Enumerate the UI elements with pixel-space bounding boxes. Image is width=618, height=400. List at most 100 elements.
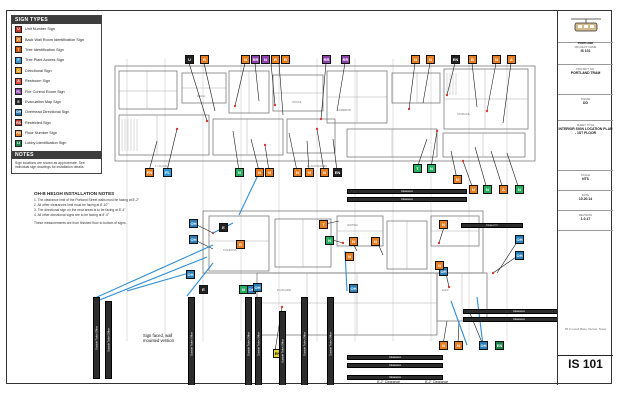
horizontal-sign-elevation: Clearance <box>461 223 523 228</box>
sign-tag[interactable]: N <box>320 168 329 177</box>
sign-tag[interactable]: N <box>371 237 380 246</box>
title-field-phase: PHASE DD <box>558 95 613 121</box>
sign-tag[interactable]: EN <box>333 168 342 177</box>
legend-label: Lobby Identification Sign <box>25 141 67 146</box>
sign-tag[interactable]: OH <box>189 235 198 244</box>
sign-tag[interactable]: R <box>271 55 280 64</box>
legend-heading: SIGN TYPES <box>12 16 101 24</box>
sign-tag[interactable]: OH <box>515 251 524 260</box>
title-block: PORTLAND PROJECT NAME IS 101 PROJECT NO.… <box>557 11 613 385</box>
svg-text:TICKETING: TICKETING <box>223 248 237 252</box>
wall-mount-note-line-1: Sign faced, wall <box>143 333 173 338</box>
sign-tag[interactable]: B <box>468 55 477 64</box>
sign-tag[interactable]: A <box>499 185 508 194</box>
vertical-sign-elevation: Outside Ticket Office <box>105 301 112 379</box>
sign-tag[interactable]: OH <box>253 283 262 292</box>
title-field-date: DATE 10.20.14 <box>558 191 613 211</box>
sign-tag[interactable]: R <box>281 55 290 64</box>
sign-tag[interactable]: RR <box>322 55 331 64</box>
installation-note-2: 2. All other clearances limit must be fa… <box>34 202 109 207</box>
wall-mount-note-line-2: mounted version <box>143 338 174 344</box>
sign-tag[interactable]: N <box>293 168 302 177</box>
sign-tag[interactable]: N <box>427 164 436 173</box>
legend-swatch: FL <box>15 88 22 96</box>
vertical-sign-text: Outside Ticket Office <box>257 332 260 356</box>
sign-tag[interactable]: T <box>413 164 422 173</box>
sign-tag[interactable]: N <box>454 341 463 350</box>
sign-tag[interactable]: FL <box>163 168 172 177</box>
sign-tag[interactable]: EN <box>495 341 504 350</box>
title-field-scale: SCALE NTS <box>558 171 613 191</box>
sign-tag[interactable]: N <box>235 168 244 177</box>
sign-tag[interactable]: E <box>219 223 228 232</box>
sign-tag[interactable]: U <box>185 55 194 64</box>
vertical-sign-elevation: Outside Ticket Office <box>93 297 100 379</box>
sign-tag[interactable]: R <box>236 240 245 249</box>
sign-tag[interactable]: OH <box>515 235 524 244</box>
building-walls-upper <box>114 65 536 162</box>
sign-tag[interactable]: RR <box>251 55 260 64</box>
clearance-dimension-label: 8'-2" Clearance <box>483 224 507 228</box>
horizontal-sign-text: Clearance <box>389 364 401 367</box>
sign-tag[interactable]: N <box>439 220 448 229</box>
address-cell: 55 C Lovell Place, Denver, Texas <box>558 317 613 355</box>
sign-tag[interactable]: N <box>515 185 524 194</box>
sign-tag[interactable]: N <box>241 55 250 64</box>
legend-swatch: OH <box>15 108 22 116</box>
sign-tag[interactable]: T <box>319 220 328 229</box>
sign-tag[interactable]: N <box>435 261 444 270</box>
field-label: REVISION <box>578 213 593 217</box>
legend-swatch: LI <box>15 139 22 147</box>
sign-tag[interactable]: R <box>200 55 209 64</box>
legend-label: Overhead Directional Sign <box>25 110 70 115</box>
sign-tag[interactable]: FN <box>145 168 154 177</box>
legend-swatch: E <box>15 98 22 106</box>
svg-text:OFFICE: OFFICE <box>292 100 302 104</box>
vertical-sign-elevation: Outside Ticket Office <box>301 297 308 385</box>
sign-tag[interactable]: N <box>265 168 274 177</box>
sign-tag[interactable]: N <box>349 237 358 246</box>
svg-text:CORRIDOR: CORRIDOR <box>337 108 351 112</box>
sign-tag[interactable]: OH <box>349 284 358 293</box>
sign-tag[interactable]: RR <box>341 55 350 64</box>
sign-location-dots <box>175 93 495 309</box>
sign-tag[interactable]: OH <box>189 219 198 228</box>
sign-tag[interactable]: N <box>483 185 492 194</box>
sign-tag[interactable]: N <box>492 55 501 64</box>
sign-tag[interactable]: N <box>453 175 462 184</box>
clearance-dimension-label: 8'-2" Clearance <box>377 380 401 384</box>
legend-label: Unit Number Sign <box>25 27 55 32</box>
sign-tag[interactable]: N <box>345 252 354 261</box>
field-value: IS 101 <box>580 49 591 53</box>
sign-tag[interactable]: E <box>199 285 208 294</box>
legend-label: Fire Control Room Sign <box>25 89 65 94</box>
sign-tag[interactable]: N <box>305 168 314 177</box>
field-label: SCALE <box>580 173 591 177</box>
horizontal-sign-text: Clearance <box>513 310 525 313</box>
horizontal-sign-text: Clearance <box>401 198 413 201</box>
sign-tag[interactable]: N <box>426 55 435 64</box>
sign-tag[interactable]: OH <box>186 270 195 279</box>
sign-tag[interactable]: N <box>469 185 478 194</box>
field-value: 1.0.17 <box>580 217 591 221</box>
sign-tag[interactable]: N <box>411 55 420 64</box>
horizontal-sign-text: Clearance <box>486 224 498 227</box>
horizontal-sign-text: Clearance <box>389 356 401 359</box>
sign-tag[interactable]: A <box>507 55 516 64</box>
horizontal-sign-elevation: Clearance <box>347 189 467 194</box>
installation-notes-footnote: These measurements are from finished flo… <box>34 220 127 225</box>
installation-note-1: 1. The clearance limit of the Portland S… <box>34 198 140 202</box>
sign-tag[interactable]: N <box>261 55 270 64</box>
sign-tag[interactable]: N <box>255 168 264 177</box>
stair-hatching <box>121 73 457 151</box>
sign-tag[interactable]: N <box>439 341 448 350</box>
tram-logo-icon <box>570 18 601 32</box>
sign-tag[interactable]: OH <box>479 341 488 350</box>
sign-tag[interactable]: N <box>325 236 334 245</box>
legend-swatch: FN <box>15 129 22 137</box>
sign-tag[interactable]: EN <box>451 55 460 64</box>
